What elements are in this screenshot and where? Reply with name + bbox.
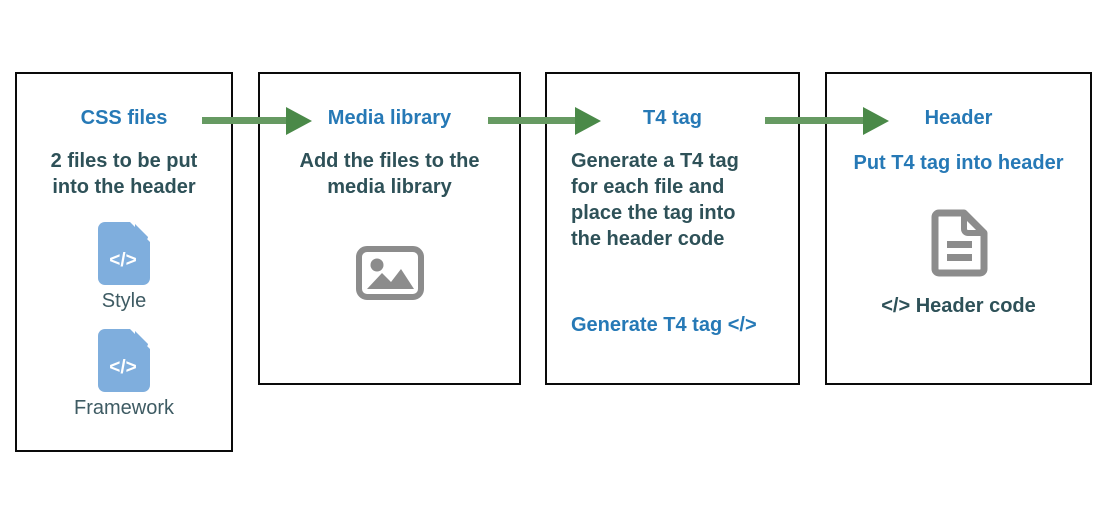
arrow-shaft bbox=[202, 117, 292, 124]
step-title: CSS files bbox=[80, 107, 168, 129]
file-item-framework: </> Framework bbox=[74, 329, 174, 420]
flow-arrow-3 bbox=[765, 107, 889, 135]
arrow-shaft bbox=[488, 117, 581, 124]
arrow-head-icon bbox=[286, 107, 312, 135]
step-subtitle: Put T4 tag into header bbox=[853, 152, 1064, 174]
arrow-head-icon bbox=[575, 107, 601, 135]
step-description: Generate a T4 tag for each file and plac… bbox=[571, 150, 739, 250]
code-glyph: </> bbox=[109, 357, 136, 378]
step-box-css-files: CSS files 2 files to be put into the hea… bbox=[15, 72, 233, 452]
step-title: Header bbox=[924, 107, 993, 129]
file-label: Style bbox=[101, 290, 147, 312]
step-box-header: Header Put T4 tag into header </> Header… bbox=[825, 72, 1092, 385]
file-code-icon: </> bbox=[98, 222, 150, 285]
header-code-caption: </> Header code bbox=[881, 295, 1036, 317]
arrow-shaft bbox=[765, 117, 869, 124]
arrow-head-icon bbox=[863, 107, 889, 135]
step-description: 2 files to be put into the header bbox=[50, 150, 198, 198]
generate-t4-tag-label: Generate T4 tag </> bbox=[571, 314, 757, 336]
flow-arrow-1 bbox=[202, 107, 312, 135]
step-title: Media library bbox=[327, 107, 452, 129]
step-title: T4 tag bbox=[643, 107, 702, 129]
step-description: Add the files to the media library bbox=[299, 150, 480, 198]
file-label: Framework bbox=[73, 397, 174, 419]
flow-arrow-2 bbox=[488, 107, 601, 135]
image-icon bbox=[355, 246, 424, 300]
document-icon bbox=[930, 209, 988, 277]
code-glyph: </> bbox=[109, 250, 136, 271]
file-code-icon: </> bbox=[97, 329, 150, 392]
file-item-style: </> Style bbox=[98, 222, 150, 313]
